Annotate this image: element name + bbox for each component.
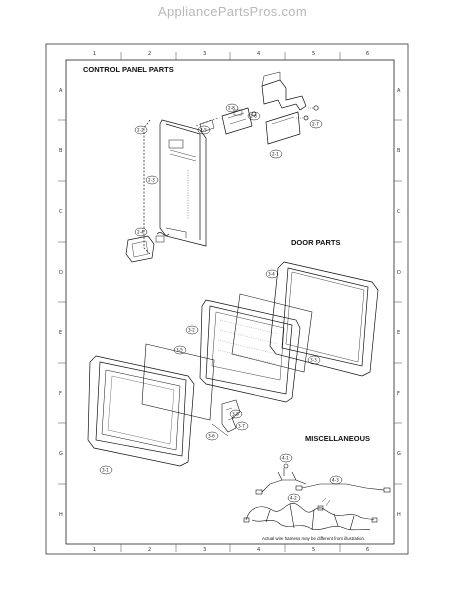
part-label: 4-2 xyxy=(290,496,297,501)
col-label: 3 xyxy=(203,547,206,553)
row-label: B xyxy=(397,148,401,154)
row-label: B xyxy=(59,148,63,154)
row-label: E xyxy=(59,330,62,336)
col-label: 4 xyxy=(257,547,260,553)
part-label: 4-3 xyxy=(332,478,339,483)
rear-bracket xyxy=(261,79,307,111)
door-parts-title: DOOR PARTS xyxy=(291,238,340,247)
door-choke-frame xyxy=(269,261,379,377)
part-label: 2-7 xyxy=(312,122,319,127)
door-part-labels: 3-4 3-2 3-3 3-5 3-7 3-6 3-1 3-8 xyxy=(99,269,321,475)
small-bracket xyxy=(199,119,215,133)
col-label: 6 xyxy=(366,51,369,57)
column-ticks xyxy=(120,52,341,552)
row-label: E xyxy=(397,330,400,336)
screw xyxy=(313,105,319,111)
latch-hook xyxy=(125,235,155,263)
door-front xyxy=(87,355,195,467)
row-label: F xyxy=(397,391,400,397)
row-label: C xyxy=(397,209,401,215)
part-label: 3-7 xyxy=(238,424,245,429)
screw xyxy=(303,115,309,121)
door-spring xyxy=(211,423,229,437)
col-label: 6 xyxy=(366,547,369,553)
part-label: 2-2 xyxy=(137,128,144,133)
door-assembly xyxy=(87,261,379,467)
part-label: 4-1 xyxy=(282,456,289,461)
door-glass xyxy=(231,293,313,373)
row-label: A xyxy=(397,88,401,94)
misc-assembly xyxy=(243,463,391,531)
row-label: H xyxy=(397,512,401,518)
part-label: 2-1 xyxy=(272,152,279,157)
col-label: 5 xyxy=(312,547,315,553)
row-labels: A B C D E F G H A B C D E F G H xyxy=(59,88,401,518)
col-label: 4 xyxy=(257,51,260,57)
row-label: C xyxy=(59,209,63,215)
watermark: AppliancePartsPros.com xyxy=(158,4,307,19)
control-panel-assembly xyxy=(125,71,319,263)
col-label: 3 xyxy=(203,51,206,57)
col-label: 1 xyxy=(93,547,96,553)
control-panel-title: CONTROL PANEL PARTS xyxy=(83,65,174,74)
row-label: G xyxy=(59,451,63,457)
col-label: 1 xyxy=(93,51,96,57)
row-label: D xyxy=(59,270,63,276)
part-label: 3-6 xyxy=(208,434,215,439)
cover-plate xyxy=(265,111,301,145)
control-panel-body xyxy=(159,119,207,247)
wire-harness-2 xyxy=(301,483,385,491)
circuit-board xyxy=(221,107,253,135)
column-labels: 1 2 3 4 5 6 1 2 3 4 5 6 xyxy=(93,51,369,553)
door-frame xyxy=(199,299,301,403)
outer-frame xyxy=(45,43,409,555)
part-label: 3-3 xyxy=(310,358,317,363)
row-ticks xyxy=(58,119,402,485)
part-label: 2-8 xyxy=(228,106,235,111)
row-label: H xyxy=(59,512,63,518)
miscellaneous-title: MISCELLANEOUS xyxy=(305,434,370,443)
part-label: 3-8 xyxy=(232,412,239,417)
row-label: D xyxy=(397,270,401,276)
part-label: 2-3 xyxy=(148,178,155,183)
control-panel-bracket xyxy=(143,119,151,255)
part-label: 2-5 xyxy=(200,128,207,133)
small-spring xyxy=(156,232,170,236)
part-label: 3-2 xyxy=(188,328,195,333)
row-label: G xyxy=(397,451,401,457)
wire-harness-1 xyxy=(261,471,307,493)
col-label: 2 xyxy=(148,51,151,57)
door-inner-sheet xyxy=(141,343,215,421)
door-latch xyxy=(221,399,241,433)
part-label: 3-1 xyxy=(102,468,109,473)
part-label: 3-5 xyxy=(176,348,183,353)
row-label: A xyxy=(59,88,63,94)
main-wire-harness xyxy=(245,503,375,521)
col-label: 2 xyxy=(148,547,151,553)
misc-part-labels: 4-1 4-2 4-3 xyxy=(279,453,343,503)
part-label: 3-4 xyxy=(268,272,275,277)
part-label: 2-6 xyxy=(250,114,257,119)
part-label: 2-4 xyxy=(137,230,144,235)
col-label: 5 xyxy=(312,51,315,57)
row-label: F xyxy=(59,391,62,397)
control-panel-part-labels: 2-2 2-3 2-4 2-5 2-6 2-7 2-1 2-8 xyxy=(134,103,323,237)
wire-harness-note: Actual wire harness may be different fro… xyxy=(262,536,365,541)
